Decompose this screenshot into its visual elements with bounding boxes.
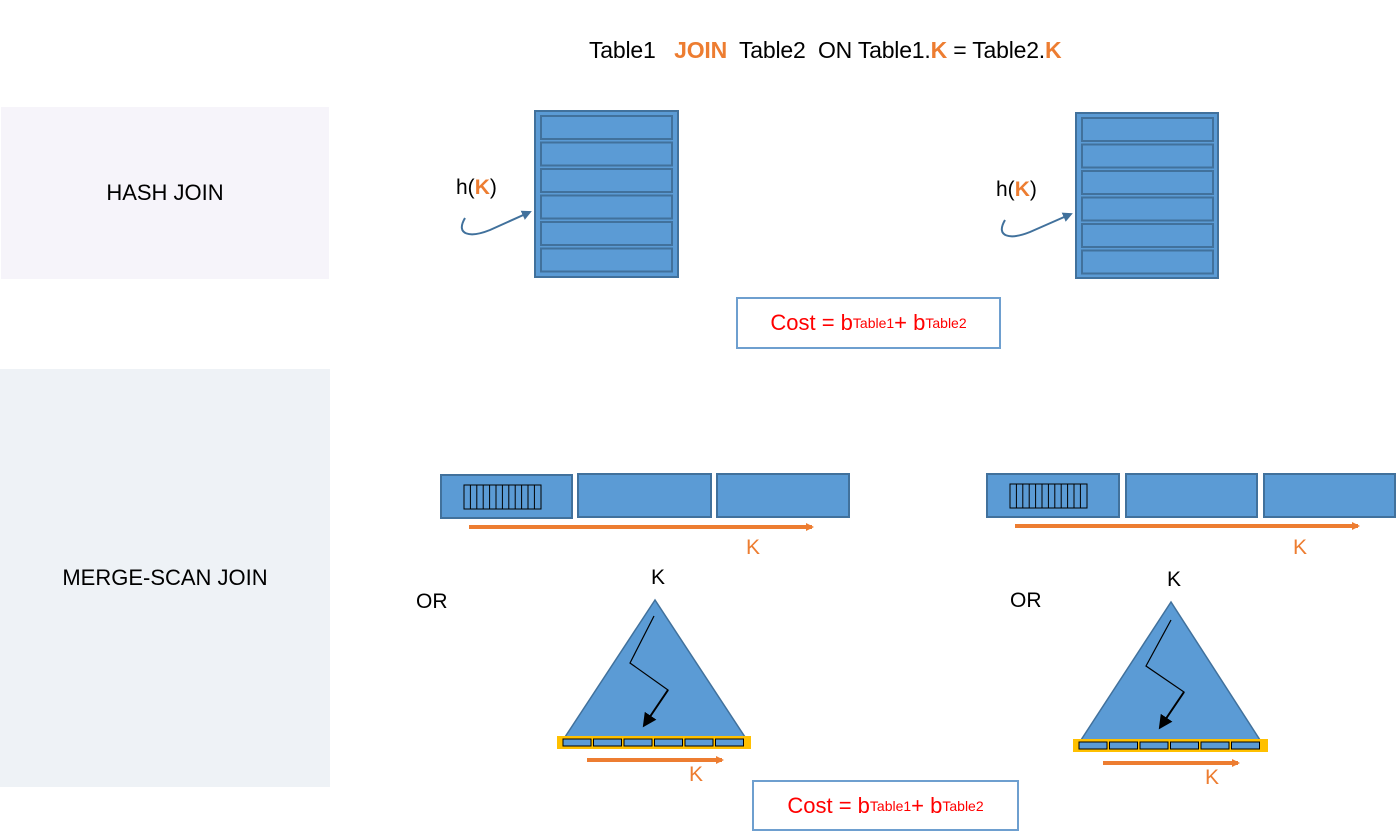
sort-key-label-1: K <box>746 536 761 559</box>
index-leaf-page <box>562 738 592 747</box>
or-label-1: OR <box>416 590 448 613</box>
hash-bucket <box>540 247 673 273</box>
hash-bucket <box>1081 249 1214 275</box>
hash-table-2 <box>1000 112 1219 279</box>
hash-bucket <box>1081 170 1214 195</box>
leaf-scan-key-label-1: K <box>689 763 704 786</box>
hash-join-label: HASH JOIN <box>106 180 224 205</box>
index-leaf-page <box>593 738 622 747</box>
index-leaf-page <box>1139 741 1169 750</box>
hash-bucket <box>1081 117 1214 142</box>
index-leaf-page <box>654 738 683 747</box>
index-leaf-page <box>1231 741 1260 750</box>
on-clause: ON Table1. <box>817 37 931 63</box>
index-leaf-page <box>1109 741 1138 750</box>
hash-bucket <box>1081 196 1214 222</box>
index-leaf-page <box>1170 741 1199 750</box>
btree-index-1 <box>557 598 751 764</box>
hash-bucket <box>1081 143 1214 169</box>
table1-name: Table1 <box>588 37 656 63</box>
btree-index-2 <box>1073 600 1268 767</box>
index-root-key-label-1: K <box>651 566 666 589</box>
hash-join-section: HASH JOIN <box>1 107 329 279</box>
index-leaf-page <box>1200 741 1230 750</box>
hash-arrow-1 <box>460 210 532 236</box>
index-leaf-page <box>715 738 744 747</box>
sorted-pages-table-1 <box>440 473 850 531</box>
hash-bucket <box>1081 223 1214 248</box>
index-root-key-label-2: K <box>1167 568 1182 591</box>
or-label-2: OR <box>1010 589 1042 612</box>
index-leaf-page <box>623 738 653 747</box>
hash-function-label-2: h(K) <box>996 178 1037 201</box>
merge-scan-join-section: MERGE-SCAN JOIN <box>0 369 330 787</box>
hash-function-label-1: h(K) <box>456 176 497 199</box>
hash-bucket <box>540 115 673 140</box>
hash-bucket <box>540 141 673 167</box>
merge-scan-join-label: MERGE-SCAN JOIN <box>62 565 268 590</box>
join-key-1: K <box>930 37 948 63</box>
sorted-pages-table-2 <box>986 473 1396 530</box>
index-leaf-page <box>684 738 714 747</box>
hash-bucket <box>540 168 673 193</box>
hash-bucket <box>540 221 673 246</box>
hash-table-1 <box>460 110 679 278</box>
leaf-scan-key-label-2: K <box>1205 766 1220 789</box>
index-leaf-page <box>1078 741 1108 750</box>
sort-key-label-2: K <box>1293 536 1308 559</box>
equals-clause: = Table2. <box>947 37 1045 63</box>
join-key-2: K <box>1045 37 1062 63</box>
table2-name: Table2 <box>738 37 806 63</box>
hash-bucket <box>540 194 673 220</box>
join-keyword: JOIN <box>674 37 728 63</box>
hash-arrow-2 <box>1000 212 1073 238</box>
join-query-title: Table1 JOIN Table2 ON Table1.K = Table2.… <box>577 10 1062 64</box>
